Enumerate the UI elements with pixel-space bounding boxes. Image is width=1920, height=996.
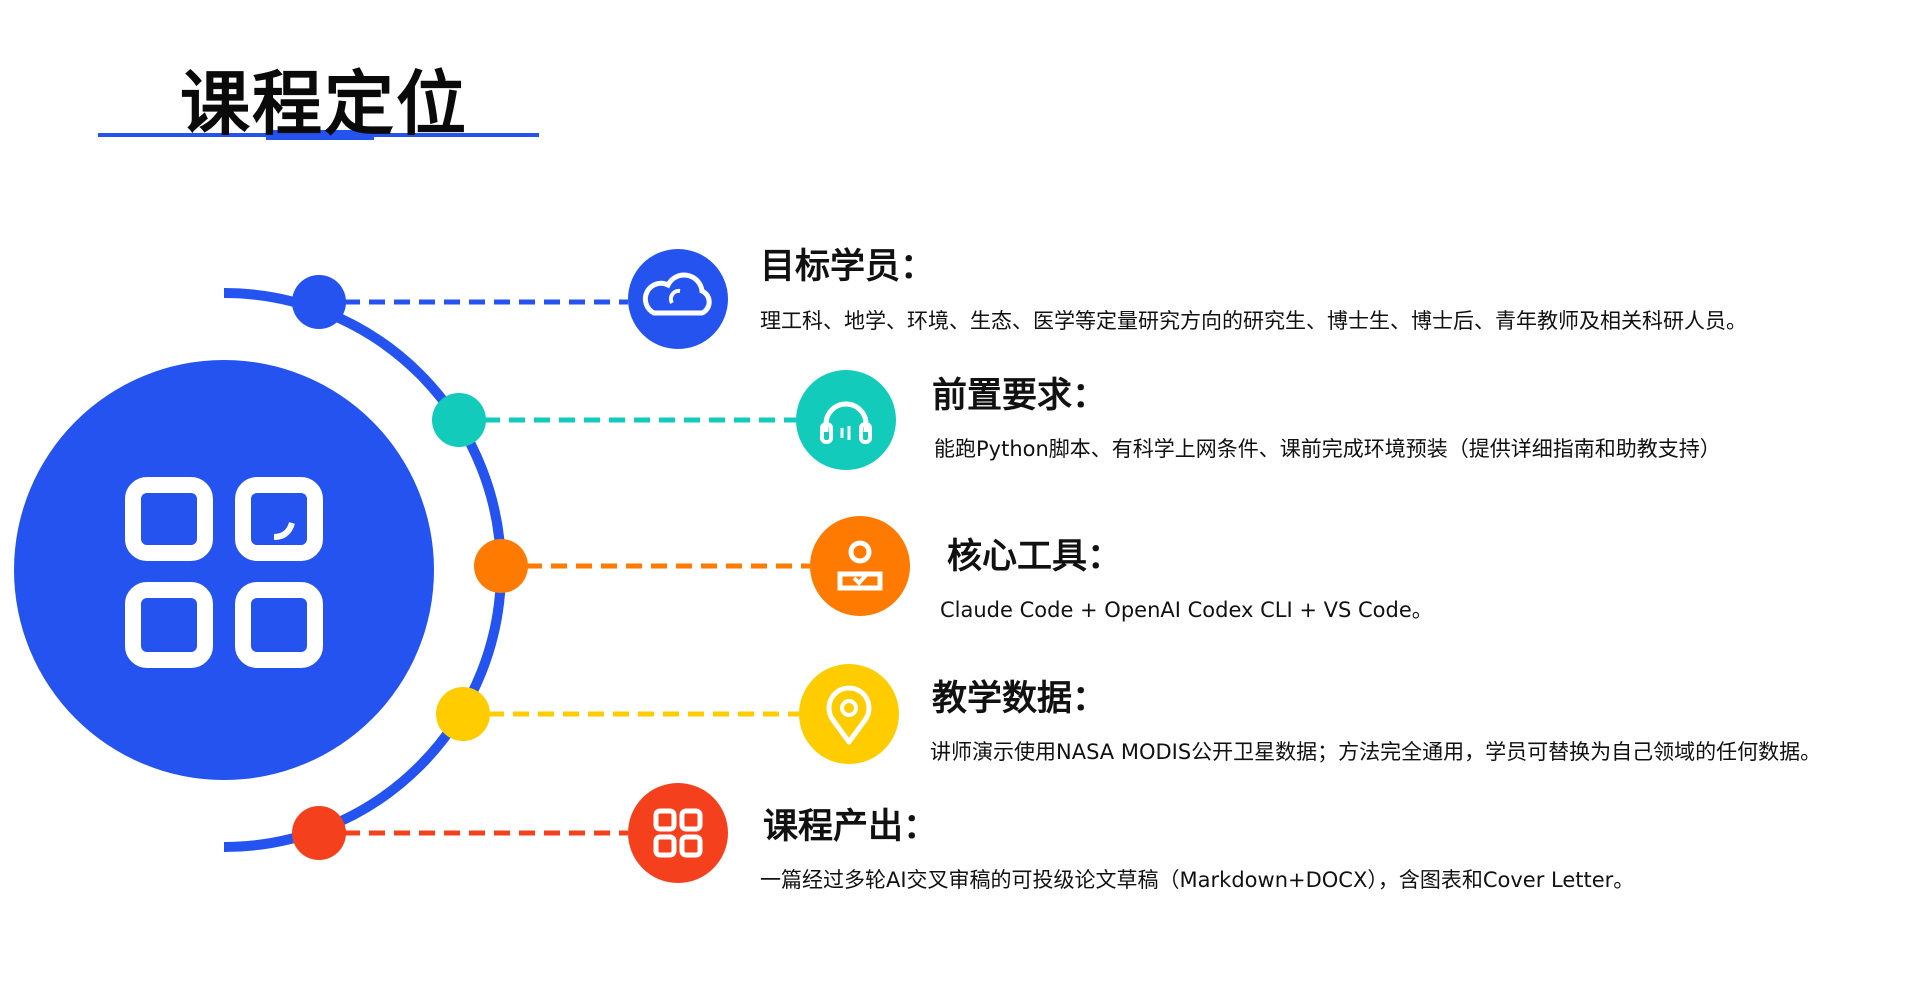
timeline-dot xyxy=(292,275,346,329)
grid-apps-icon xyxy=(125,477,323,668)
title-underline-accent xyxy=(266,130,374,140)
cloud-icon xyxy=(628,249,728,349)
item-heading: 核心工具： xyxy=(947,537,1123,577)
item-description: Claude Code + OpenAI Codex CLI + VS Code… xyxy=(940,598,1433,622)
timeline-dot xyxy=(436,687,490,741)
item-description: 能跑Python脚本、有科学上网条件、课前完成环境预装（提供详细指南和助教支持） xyxy=(934,437,1721,461)
user-check-icon xyxy=(810,516,910,616)
timeline-dot xyxy=(432,393,486,447)
item-description: 一篇经过多轮AI交叉审稿的可投级论文草稿（Markdown+DOCX），含图表和… xyxy=(760,868,1635,892)
item-heading: 前置要求： xyxy=(932,376,1108,416)
item-heading: 目标学员： xyxy=(760,247,936,287)
center-circle xyxy=(14,360,434,780)
item-heading: 教学数据： xyxy=(932,679,1108,719)
timeline-dot xyxy=(474,539,528,593)
headphones-icon xyxy=(796,370,896,470)
page-title: 课程定位 xyxy=(180,63,468,145)
item-description: 讲师演示使用NASA MODIS公开卫星数据；方法完全通用，学员可替换为自己领域… xyxy=(930,740,1822,764)
item-description: 理工科、地学、环境、生态、医学等定量研究方向的研究生、博士生、博士后、青年教师及… xyxy=(760,309,1747,333)
grid-apps-icon xyxy=(628,783,728,883)
item-heading: 课程产出： xyxy=(763,807,939,847)
location-pin-icon xyxy=(799,664,899,764)
timeline-dot xyxy=(292,806,346,860)
